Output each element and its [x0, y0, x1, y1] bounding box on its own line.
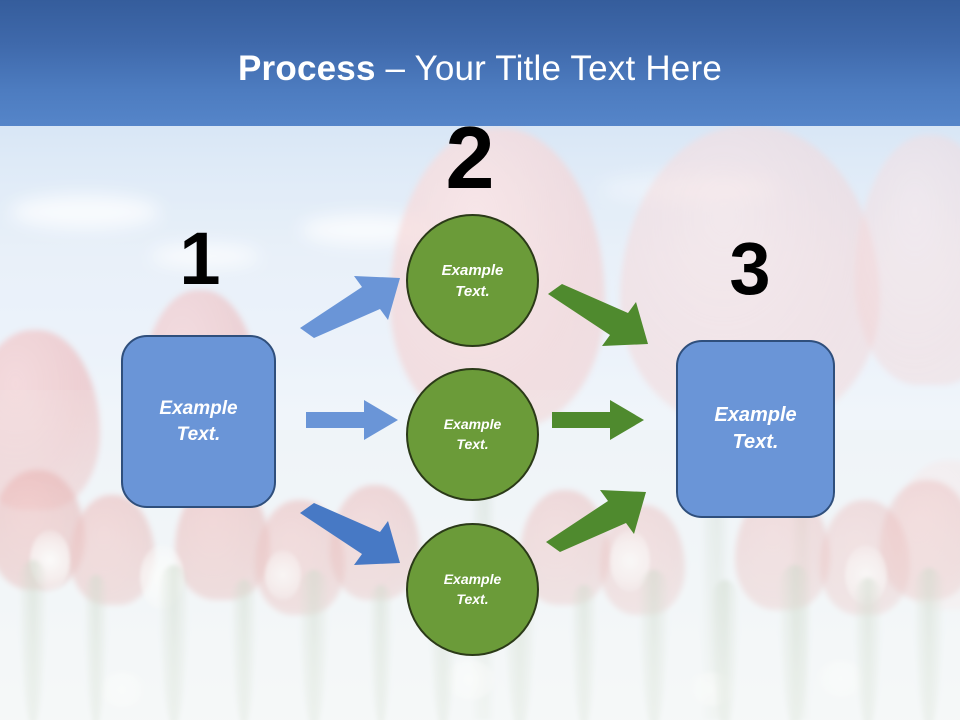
- cloud-1: [10, 195, 160, 229]
- arrow-blue-down-right-icon: [300, 503, 400, 565]
- step-3-box-line-1: Example: [714, 404, 797, 426]
- circle-1-line-2: Text.: [455, 282, 490, 300]
- step-2-circle-top-text: Example Text.: [442, 260, 504, 302]
- step-1-box[interactable]: Example Text.: [121, 335, 276, 508]
- arrow-blue-right-icon: [306, 400, 398, 440]
- arrow-green-right-icon: [552, 400, 644, 440]
- circle-1-line-1: Example: [441, 261, 504, 279]
- cloud-3: [150, 245, 260, 267]
- step-3-box-text: Example Text.: [714, 402, 796, 456]
- step-2-circle-middle-text: Example Text.: [444, 415, 502, 454]
- step-3-box[interactable]: Example Text.: [676, 340, 835, 518]
- page-title: Process – Your Title Text Here: [0, 48, 960, 90]
- step-1-box-line-2: Text.: [176, 423, 221, 445]
- circle-3-line-1: Example: [443, 570, 502, 587]
- step-number-2: 2: [445, 108, 495, 207]
- arrow-green-up-right-icon: [546, 490, 646, 552]
- circle-2-line-1: Example: [443, 415, 502, 432]
- step-2-circle-middle[interactable]: Example Text.: [406, 368, 539, 501]
- title-bar: [0, 0, 960, 126]
- circle-2-line-2: Text.: [456, 435, 489, 452]
- arrow-green-down-right-icon: [548, 284, 648, 346]
- step-1-box-line-1: Example: [159, 397, 238, 419]
- step-3-box-line-2: Text.: [732, 431, 779, 453]
- step-number-3: 3: [729, 227, 771, 310]
- step-1-box-text: Example Text.: [159, 396, 237, 447]
- page-title-bold: Process: [238, 49, 376, 88]
- circle-3-line-2: Text.: [456, 590, 489, 607]
- step-2-circle-bottom-text: Example Text.: [444, 570, 502, 609]
- step-2-circle-bottom[interactable]: Example Text.: [406, 523, 539, 656]
- arrow-blue-up-right-icon: [300, 276, 400, 338]
- page-title-rest: – Your Title Text Here: [375, 49, 722, 88]
- step-2-circle-top[interactable]: Example Text.: [406, 214, 539, 347]
- step-number-1: 1: [179, 217, 221, 300]
